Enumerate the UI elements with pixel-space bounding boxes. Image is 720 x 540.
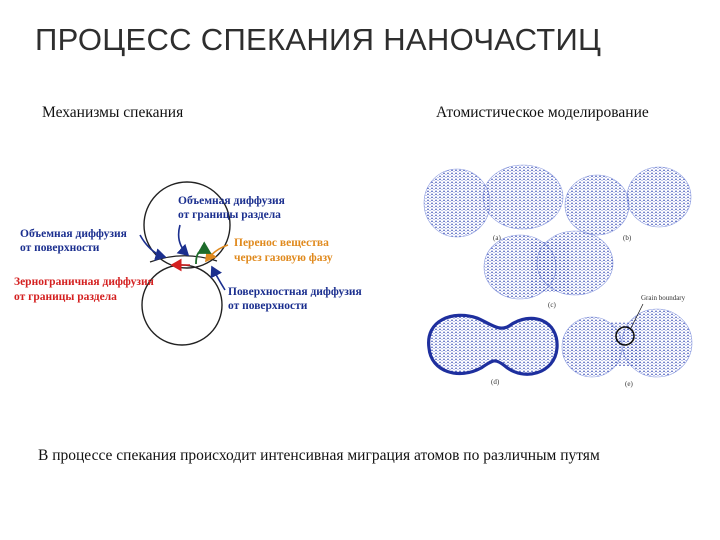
panel-a: (a): [423, 164, 564, 242]
grain-boundary-arrow: [195, 241, 212, 265]
simulation-caption: Атомистическое моделирование: [436, 104, 649, 121]
label-volume-gb-1: Объемная диффузия: [178, 195, 285, 207]
panel-c: (c): [483, 230, 614, 309]
footer-text: В процессе спекания происходит интенсивн…: [38, 447, 600, 464]
label-surface-diffusion-1: Поверхностная диффузия: [228, 286, 362, 298]
volume-gb-arrow: [176, 224, 190, 257]
panel-e: Grain boundary (e): [561, 294, 693, 388]
label-volume-surface-2: от поверхности: [20, 242, 100, 254]
panel-e-label: (e): [625, 380, 633, 388]
label-surface-diffusion-2: от поверхности: [228, 300, 308, 312]
lower-particle: [141, 264, 223, 346]
label-gas-transfer-2: через газовую фазу: [234, 252, 333, 264]
gas-transfer-arrow: [205, 244, 229, 263]
panel-d-label: (d): [491, 378, 500, 386]
label-volume-surface-1: Объемная диффузия: [20, 228, 127, 240]
panel-d: (d): [427, 313, 559, 386]
label-gas-transfer-1: Перенос вещества: [234, 237, 329, 249]
panel-b: (b): [564, 166, 692, 242]
mechanisms-caption: Механизмы спекания: [42, 104, 184, 121]
grain-boundary-marker: [615, 326, 635, 346]
upper-particle: [143, 181, 231, 269]
label-gb-diffusion-1: Зернограничная диффузия: [14, 276, 154, 288]
atomistic-simulation-figure: (a) (b) (c) (d) Grain boundary (e): [423, 164, 693, 388]
volume-surface-arrow: [139, 234, 167, 261]
panel-b-label: (b): [623, 234, 632, 242]
label-volume-gb-2: от границы раздела: [178, 209, 281, 221]
label-gb-diffusion-2: от границы раздела: [14, 291, 117, 303]
slide-title: ПРОЦЕСС СПЕКАНИЯ НАНОЧАСТИЦ: [35, 22, 602, 57]
surface-diffusion-arrow: [210, 265, 226, 291]
grain-boundary-annotation: Grain boundary: [641, 294, 686, 302]
panel-c-label: (c): [548, 301, 556, 309]
panel-a-label: (a): [493, 234, 501, 242]
sintering-mechanisms-diagram: Объемная диффузия от границы раздела Объ…: [14, 181, 362, 346]
